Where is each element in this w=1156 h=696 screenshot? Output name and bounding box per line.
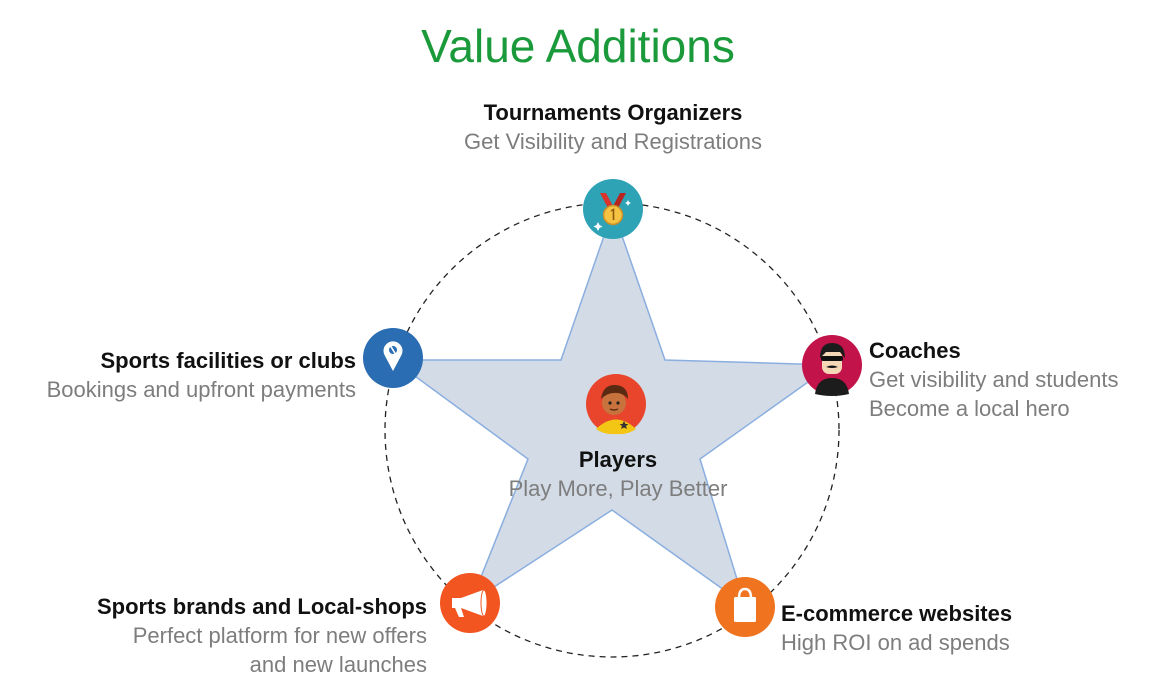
coaches-label: Coaches Get visibility and students Beco…: [869, 336, 1154, 423]
shopping-bag-icon: [715, 577, 775, 637]
tournaments-label: Tournaments Organizers Get Visibility an…: [336, 98, 890, 156]
coaches-desc-line2: Become a local hero: [869, 396, 1070, 421]
brands-desc-line1: Perfect platform for new offers: [132, 623, 427, 648]
coaches-desc-line1: Get visibility and students: [869, 367, 1119, 392]
player-icon: [586, 374, 646, 435]
brands-label: Sports brands and Local-shops Perfect pl…: [0, 592, 427, 679]
coach-icon: [802, 335, 862, 396]
ecommerce-name: E-commerce websites: [781, 601, 1013, 626]
location-pin-icon: [363, 328, 423, 388]
brands-desc-line2: and new launches: [249, 652, 427, 677]
players-label: Players Play More, Play Better: [456, 445, 780, 503]
facilities-desc: Bookings and upfront payments: [46, 377, 356, 402]
megaphone-icon: [440, 573, 500, 633]
ecommerce-desc: High ROI on ad spends: [781, 630, 1010, 655]
brands-name: Sports brands and Local-shops: [96, 594, 427, 619]
medal-icon: [583, 179, 643, 239]
page-title: Value Additions: [421, 20, 735, 72]
tournaments-name: Tournaments Organizers: [483, 100, 743, 125]
players-desc: Play More, Play Better: [508, 476, 728, 501]
facilities-name: Sports facilities or clubs: [100, 348, 356, 373]
players-name: Players: [578, 447, 658, 472]
facilities-label: Sports facilities or clubs Bookings and …: [0, 346, 356, 404]
coaches-name: Coaches: [869, 338, 961, 363]
tournaments-desc: Get Visibility and Registrations: [464, 129, 762, 154]
ecommerce-label: E-commerce websites High ROI on ad spend…: [781, 599, 1141, 657]
